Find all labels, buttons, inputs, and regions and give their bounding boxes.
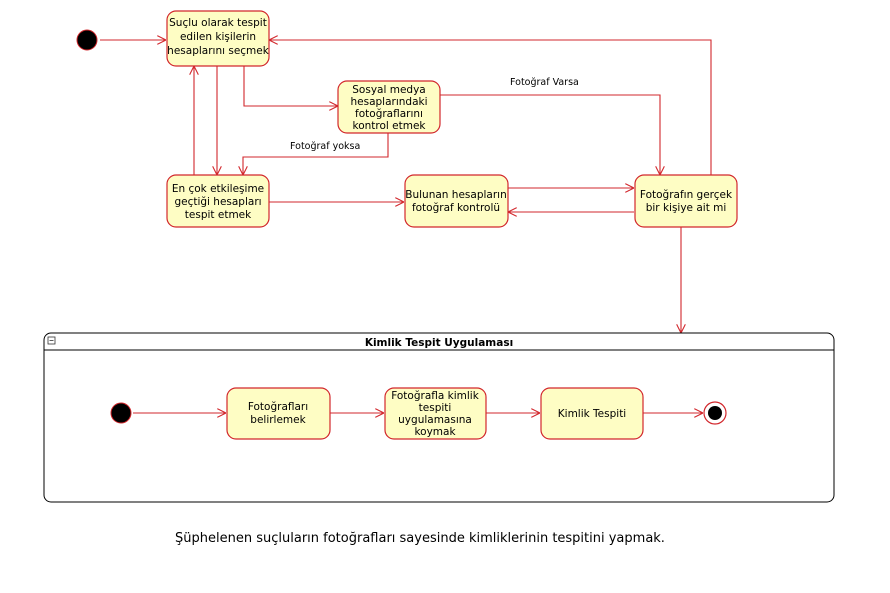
final-node (703, 401, 727, 425)
action-select-line-2: edilen kişilerin (180, 31, 256, 43)
label-photo-no: Fotoğraf yoksa (290, 141, 360, 152)
action-interact-line-3: tespit etmek (185, 209, 252, 221)
action-detect-interactions: En çok etkileşime geçtiği hesapları tesp… (166, 174, 270, 228)
action-check-social-photos: Sosyal medya hesaplarındaki fotoğrafları… (337, 80, 441, 134)
action-upload-line-1: Fotoğrafla kimlik (391, 390, 479, 402)
action-select-line-1: Suçlu olarak tespit (169, 17, 267, 29)
action-upload-line-3: uygulamasına (398, 414, 472, 426)
action-found-line-2: fotoğraf kontrolü (412, 202, 500, 214)
frame-title: Kimlik Tespit Uygulaması (365, 337, 513, 349)
action-identity-result: Kimlik Tespiti (540, 387, 644, 440)
action-real-line-1: Fotoğrafın gerçek (640, 189, 733, 201)
action-social-line-4: kontrol etmek (352, 120, 426, 132)
action-select-line-3: hesaplarını seçmek (167, 45, 270, 57)
action-social-line-3: fotoğraflarını (355, 108, 423, 120)
action-identify-line-2: belirlemek (250, 414, 306, 426)
activity-frame: Kimlik Tespit Uygulaması (43, 332, 835, 503)
action-photo-real-person: Fotoğrafın gerçek bir kişiye ait mi (634, 174, 738, 228)
action-social-line-1: Sosyal medya (352, 84, 425, 96)
action-identify-photos: Fotoğrafları belirlemek (226, 387, 331, 440)
edge-real-to-select (269, 40, 712, 175)
action-identify-line-1: Fotoğrafları (248, 401, 308, 413)
edge-select-to-social (243, 65, 338, 106)
label-photo-yes: Fotoğraf Varsa (510, 77, 579, 88)
action-upload-line-2: tespiti (419, 402, 452, 414)
diagram-caption: Şüphelenen suçluların fotoğrafları sayes… (175, 531, 665, 546)
edges (100, 40, 712, 413)
edge-social-to-real (440, 94, 660, 175)
action-select-accounts: Suçlu olarak tespit edilen kişilerin hes… (166, 10, 270, 67)
action-upload-photo: Fotoğrafla kimlik tespiti uygulamasına k… (384, 387, 487, 440)
action-result-line-1: Kimlik Tespiti (558, 408, 626, 420)
action-upload-line-4: koymak (414, 426, 456, 438)
action-real-line-2: bir kişiye ait mi (646, 202, 727, 214)
minus-box-icon[interactable] (47, 336, 56, 345)
action-interact-line-1: En çok etkileşime (172, 183, 264, 195)
action-social-line-2: hesaplarındaki (350, 96, 427, 108)
inner-initial-node (110, 402, 132, 424)
action-check-found-photos: Bulunan hesapların fotoğraf kontrolü (404, 174, 509, 228)
initial-node (76, 29, 98, 51)
action-found-line-1: Bulunan hesapların (405, 189, 506, 201)
edge-social-to-interact (243, 133, 389, 175)
action-interact-line-2: geçtiği hesapları (174, 196, 261, 208)
